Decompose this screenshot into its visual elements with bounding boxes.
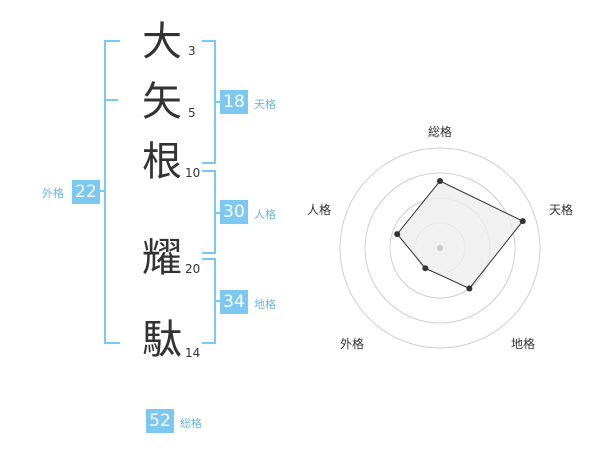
radar-center-dot bbox=[437, 245, 443, 251]
stroke-count-4: 20 bbox=[185, 262, 201, 276]
chikaku-connector bbox=[214, 300, 220, 302]
name-char-4: 耀 bbox=[142, 235, 182, 281]
stroke-count-2: 5 bbox=[188, 106, 196, 120]
name-char-5: 駄 bbox=[142, 317, 182, 363]
jinkaku-value: 30 bbox=[220, 200, 248, 224]
radar-series-polygon bbox=[396, 180, 524, 290]
radar-axis-label-tenkaku: 天格 bbox=[549, 203, 574, 217]
gaikaku-bracket-tick-top bbox=[104, 99, 118, 101]
soukaku-value: 52 bbox=[146, 409, 174, 433]
radar-axis-label-chikaku: 地格 bbox=[511, 337, 536, 351]
tenkaku-value: 18 bbox=[220, 90, 248, 114]
radar-grid-ring bbox=[339, 147, 541, 349]
radar-chart bbox=[339, 147, 541, 349]
chikaku-value: 34 bbox=[220, 290, 248, 314]
jinkaku-connector bbox=[214, 212, 220, 214]
radar-axis-label-soukaku: 総格 bbox=[428, 125, 453, 139]
gaikaku-bracket bbox=[104, 40, 120, 344]
name-char-3: 根 bbox=[142, 139, 182, 185]
stroke-count-3: 10 bbox=[185, 166, 201, 180]
radar-grid-ring bbox=[364, 172, 516, 324]
radar-data-point bbox=[519, 218, 526, 225]
gaikaku-value: 22 bbox=[72, 180, 100, 204]
radar-axis-label-gaikaku: 外格 bbox=[340, 337, 365, 351]
gaikaku-bracket-connector bbox=[100, 190, 104, 192]
chikaku-label: 地格 bbox=[254, 298, 276, 311]
tenkaku-label: 天格 bbox=[254, 98, 276, 111]
tenkaku-connector bbox=[214, 101, 220, 103]
name-char-1: 大 bbox=[142, 19, 182, 65]
radar-data-point bbox=[394, 231, 401, 238]
stroke-count-1: 3 bbox=[188, 44, 196, 58]
soukaku-label: 総格 bbox=[180, 417, 202, 430]
radar-data-point bbox=[437, 178, 443, 184]
jinkaku-label: 人格 bbox=[254, 208, 276, 221]
radar-axis-label-jinkaku: 人格 bbox=[307, 203, 332, 217]
name-char-2: 矢 bbox=[142, 79, 182, 125]
gaikaku-label: 外格 bbox=[42, 187, 64, 200]
radar-data-point bbox=[422, 265, 429, 272]
radar-data-point bbox=[466, 285, 473, 292]
stroke-count-5: 14 bbox=[185, 346, 201, 360]
